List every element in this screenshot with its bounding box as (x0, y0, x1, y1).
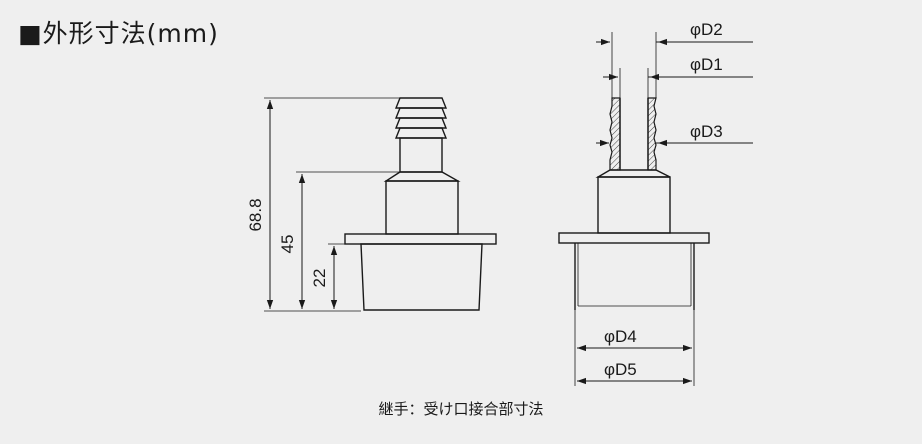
d1-label: φD1 (690, 55, 723, 74)
page-title: ■外形寸法(mm) (18, 19, 219, 48)
dimension-middle-height: 45 (278, 174, 306, 309)
d5-label: φD5 (604, 360, 637, 379)
base-height-label: 22 (310, 269, 329, 288)
dimension-base-height: 22 (310, 246, 338, 309)
overall-height-label: 68.8 (246, 198, 265, 231)
caption: 継手：受け口接合部寸法 (378, 400, 544, 418)
middle-height-label: 45 (278, 235, 297, 254)
dimension-d5: φD5 (577, 360, 692, 385)
dimension-d2: φD2 (596, 20, 753, 98)
dimension-d4: φD4 (577, 327, 692, 352)
section-view (558, 97, 710, 310)
dimension-d3: φD3 (596, 122, 753, 147)
d4-label: φD4 (604, 327, 637, 346)
d3-label: φD3 (690, 122, 723, 141)
side-view (344, 97, 497, 311)
d2-label: φD2 (690, 20, 723, 39)
dimension-overall-height: 68.8 (246, 100, 274, 309)
dimension-d1: φD1 (603, 55, 753, 98)
